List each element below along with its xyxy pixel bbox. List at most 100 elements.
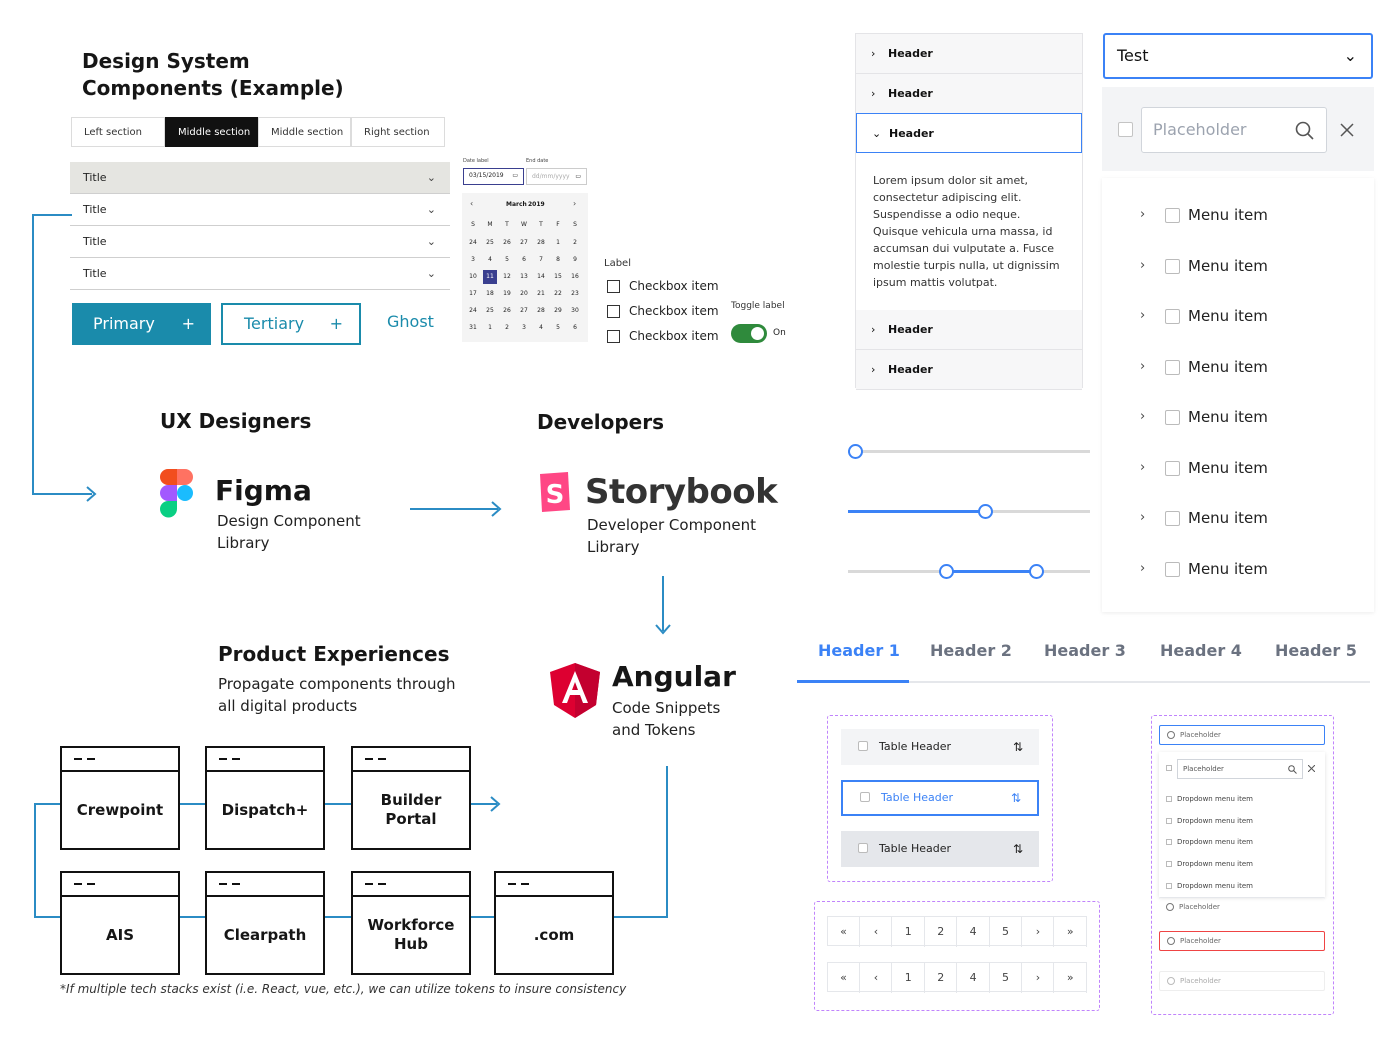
sort-icon[interactable]: ⇅: [1010, 791, 1021, 805]
dropdown-field-focused[interactable]: Placeholder: [1159, 725, 1325, 745]
slider-track[interactable]: [848, 450, 1090, 453]
calendar-day[interactable]: 8: [556, 256, 560, 263]
slider-thumb-high[interactable]: [1029, 564, 1045, 579]
calendar-day[interactable]: 28: [537, 307, 545, 314]
tab-header-4[interactable]: Header 4: [1160, 641, 1242, 660]
ghost-button[interactable]: Ghost: [387, 312, 434, 331]
calendar-day[interactable]: 5: [505, 256, 509, 263]
prev-month-icon[interactable]: ‹: [470, 199, 474, 208]
accordion-item[interactable]: Title⌄: [70, 226, 450, 258]
calendar-day[interactable]: 27: [520, 239, 528, 246]
sort-icon[interactable]: ⇅: [1012, 740, 1023, 754]
slider-thumb-low[interactable]: [938, 564, 954, 579]
pagination-item[interactable]: »: [1055, 963, 1087, 993]
menu-checkbox[interactable]: [1165, 258, 1180, 274]
calendar-day[interactable]: 19: [503, 290, 511, 297]
pagination-item[interactable]: 5: [990, 917, 1022, 947]
tab-header-3[interactable]: Header 3: [1044, 641, 1126, 660]
calendar-day[interactable]: 15: [554, 273, 562, 280]
pagination-item[interactable]: 4: [958, 963, 990, 993]
chevron-right-icon[interactable]: ›: [1140, 409, 1146, 424]
table-header-hover[interactable]: Table Header⇅: [841, 831, 1039, 867]
pagination-item[interactable]: ›: [1022, 963, 1055, 993]
calendar-day[interactable]: 4: [539, 324, 543, 331]
calendar-day[interactable]: 13: [520, 273, 528, 280]
calendar-day-selected[interactable]: 11: [483, 270, 497, 284]
pagination-item[interactable]: 1: [893, 963, 925, 993]
pagination-item[interactable]: 4: [958, 917, 990, 947]
pagination-item[interactable]: «: [828, 963, 860, 993]
dropdown-item-checkbox[interactable]: [1166, 861, 1172, 868]
tab-header-2[interactable]: Header 2: [930, 641, 1012, 660]
calendar-day[interactable]: 25: [486, 307, 494, 314]
tab-header-5[interactable]: Header 5: [1275, 641, 1357, 660]
chevron-right-icon[interactable]: ›: [1140, 257, 1146, 273]
menu-checkbox[interactable]: [1165, 208, 1180, 223]
chevron-right-icon[interactable]: ›: [1140, 207, 1146, 222]
calendar-day[interactable]: 6: [573, 324, 577, 331]
calendar-day[interactable]: 27: [520, 307, 528, 314]
pagination-item[interactable]: «: [828, 917, 860, 947]
select-dropdown[interactable]: Test⌄: [1103, 33, 1373, 79]
switcher-right-section[interactable]: Right section: [351, 117, 445, 147]
accordion-item[interactable]: Title⌄: [70, 162, 450, 194]
calendar-day[interactable]: 18: [486, 290, 494, 297]
pagination-item[interactable]: 2: [925, 963, 958, 993]
dropdown-search-input[interactable]: Placeholder: [1177, 759, 1303, 779]
calendar-day[interactable]: 7: [539, 256, 543, 263]
accordion-header[interactable]: ›Header: [856, 74, 1082, 114]
dropdown-field-error[interactable]: Placeholder: [1159, 931, 1325, 951]
calendar-day[interactable]: 24: [469, 239, 477, 246]
calendar-day[interactable]: 22: [554, 290, 562, 297]
calendar-day[interactable]: 2: [505, 324, 509, 331]
dropdown-item-checkbox[interactable]: [1166, 796, 1172, 802]
sort-icon[interactable]: ⇅: [1012, 842, 1023, 856]
calendar-day[interactable]: 17: [469, 290, 477, 297]
calendar-day[interactable]: 26: [503, 307, 511, 314]
calendar-day[interactable]: 20: [520, 290, 528, 297]
close-icon[interactable]: [1308, 765, 1315, 772]
menu-checkbox[interactable]: [1165, 561, 1180, 577]
primary-button[interactable]: Primary+: [72, 303, 211, 345]
dropdown-item-checkbox[interactable]: [1166, 882, 1172, 889]
checkbox[interactable]: [607, 330, 620, 343]
accordion-header[interactable]: ›Header: [856, 310, 1082, 350]
menu-checkbox[interactable]: [1165, 460, 1180, 476]
calendar-day[interactable]: 6: [522, 256, 526, 263]
calendar-day[interactable]: 3: [471, 256, 475, 263]
calendar-day[interactable]: 9: [573, 256, 577, 263]
pagination-item[interactable]: ‹: [860, 917, 893, 947]
calendar-day[interactable]: 23: [571, 290, 579, 297]
pagination-item[interactable]: 2: [925, 917, 958, 947]
chevron-right-icon[interactable]: ›: [1140, 560, 1146, 576]
calendar-day[interactable]: 16: [571, 273, 579, 280]
menu-checkbox[interactable]: [1165, 511, 1180, 526]
menu-checkbox[interactable]: [1165, 410, 1180, 425]
chevron-right-icon[interactable]: ›: [1140, 459, 1146, 475]
accordion-header-expanded[interactable]: ⌄Header: [856, 113, 1082, 153]
table-checkbox[interactable]: [860, 792, 870, 802]
pagination-item[interactable]: »: [1055, 917, 1087, 947]
end-date-input[interactable]: dd/mm/yyyy▭: [526, 168, 587, 185]
pagination-item[interactable]: 1: [893, 917, 925, 947]
calendar-day[interactable]: 12: [503, 273, 511, 280]
dropdown-select-all-checkbox[interactable]: [1166, 765, 1172, 771]
slider-thumb[interactable]: [848, 444, 863, 459]
next-month-icon[interactable]: ›: [573, 199, 577, 208]
slider-thumb[interactable]: [978, 504, 994, 519]
calendar-day[interactable]: 1: [488, 324, 492, 331]
dropdown-item-checkbox[interactable]: [1166, 839, 1172, 846]
switcher-middle-section[interactable]: Middle section: [258, 117, 351, 147]
switcher-left-section[interactable]: Left section: [71, 117, 165, 147]
calendar-day[interactable]: 25: [486, 239, 494, 246]
pagination-item[interactable]: 5: [990, 963, 1022, 993]
accordion-header[interactable]: ›Header: [856, 350, 1082, 390]
calendar-day[interactable]: 1: [556, 239, 560, 246]
table-header[interactable]: Table Header⇅: [841, 729, 1039, 765]
chevron-right-icon[interactable]: ›: [1140, 510, 1146, 525]
calendar-day[interactable]: 3: [522, 324, 526, 331]
date-input[interactable]: 03/15/2019▭: [463, 168, 524, 185]
calendar-day[interactable]: 28: [537, 239, 545, 246]
calendar-day[interactable]: 31: [469, 324, 477, 331]
checkbox[interactable]: [607, 280, 620, 293]
